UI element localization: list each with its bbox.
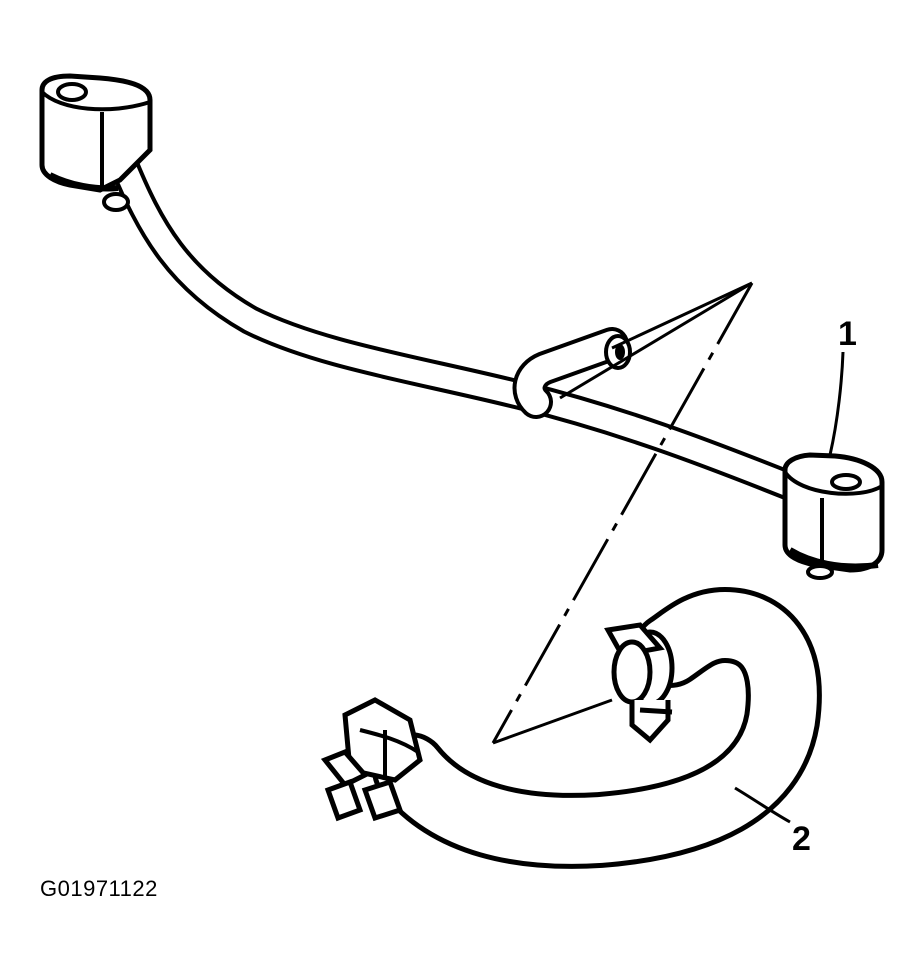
- rigid-tube-assembly: [39, 73, 885, 580]
- flexible-hose-fill: [377, 591, 817, 864]
- figure-id-label: G01971122: [40, 876, 158, 901]
- callout-leaders: [734, 351, 845, 824]
- callout-1-leader: [828, 351, 845, 456]
- left-end-block: [39, 73, 153, 212]
- rigid-tube-fill: [111, 149, 811, 501]
- callout-2-label: 2: [792, 820, 811, 858]
- right-end-block: [782, 452, 885, 580]
- callout-2-leader: [734, 786, 791, 824]
- detail-projection-lines: [491, 281, 754, 745]
- upper-hose-clamp: [604, 622, 673, 744]
- lower-hose-clamp: [320, 697, 423, 822]
- callout-1-label: 1: [838, 315, 857, 353]
- flexible-hose-assembly: [320, 586, 822, 869]
